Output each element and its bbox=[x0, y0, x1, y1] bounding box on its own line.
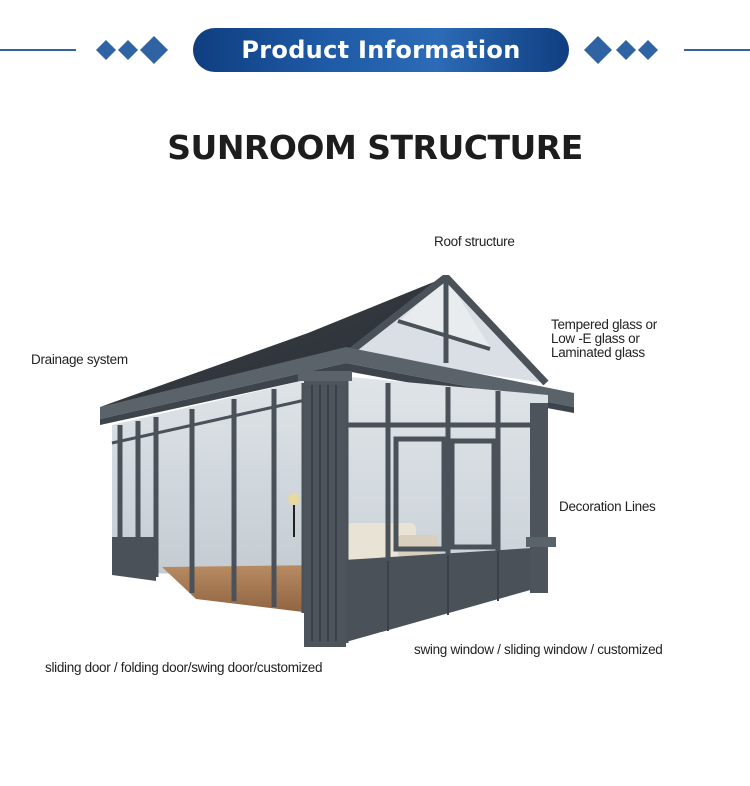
banner-line-left bbox=[0, 49, 76, 51]
diamond-icon bbox=[638, 40, 658, 60]
label-door-options: sliding door / folding door/swing door/c… bbox=[45, 660, 323, 675]
label-roof-structure: Roof structure bbox=[434, 234, 515, 249]
product-info-banner: Product Information bbox=[193, 28, 569, 72]
label-decoration-lines: Decoration Lines bbox=[559, 499, 656, 514]
diamond-ornament-left bbox=[94, 36, 184, 64]
label-drainage-system: Drainage system bbox=[31, 352, 128, 367]
label-window-options: swing window / sliding window / customiz… bbox=[414, 642, 663, 657]
diamond-icon bbox=[584, 36, 612, 64]
diamond-icon bbox=[140, 36, 168, 64]
label-glass-line2: Low -E glass or bbox=[551, 331, 640, 346]
page-title: SUNROOM STRUCTURE bbox=[167, 128, 583, 167]
label-glass-line1: Tempered glass or bbox=[551, 317, 657, 332]
label-glass-line3: Laminated glass bbox=[551, 345, 645, 360]
sunroom-illustration bbox=[98, 272, 578, 651]
banner-title: Product Information bbox=[241, 36, 521, 64]
diamond-icon bbox=[616, 40, 636, 60]
diamond-icon bbox=[96, 40, 116, 60]
banner-line-right bbox=[684, 49, 750, 51]
diamond-icon bbox=[118, 40, 138, 60]
diamond-ornament-right bbox=[582, 36, 672, 64]
